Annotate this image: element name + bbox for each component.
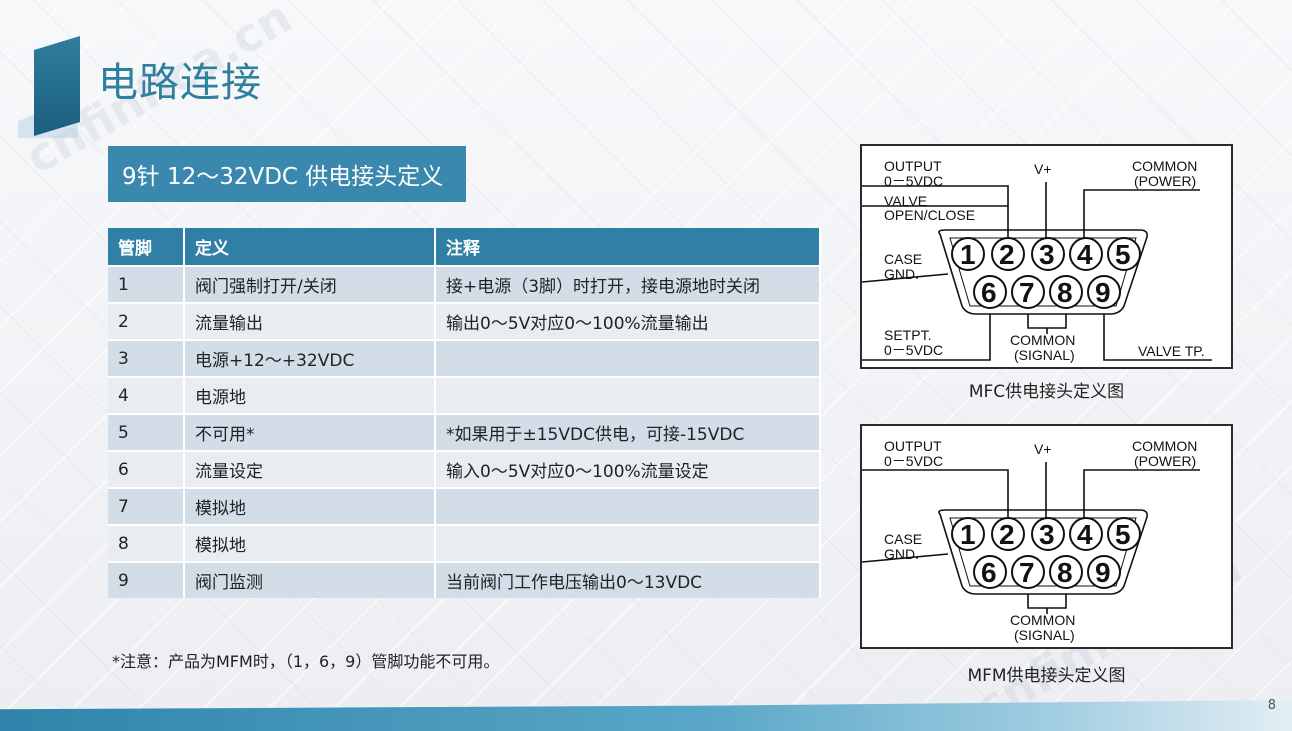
pin-row-top: 1 2 3 4 5 <box>951 237 1141 271</box>
notes-cell <box>436 376 821 413</box>
header-notes: 注释 <box>436 228 821 265</box>
notes-cell: 输入0～5V对应0～100%流量设定 <box>436 450 821 487</box>
definition-cell: 模拟地 <box>185 524 436 561</box>
label-valve-tp: VALVE TP. <box>1138 343 1205 359</box>
label-vplus: V+ <box>1034 441 1052 457</box>
notes-cell <box>436 487 821 524</box>
pin-9-label: 9 <box>1095 277 1111 308</box>
label-common-signal: COMMON <box>1010 612 1075 628</box>
pin-row-bottom: 6 7 8 9 <box>973 275 1121 309</box>
pin-8-label: 8 <box>1057 557 1073 588</box>
pin-7-label: 7 <box>1019 277 1035 308</box>
mfm-note: *注意：产品为MFM时，（1，6，9）管脚功能不可用。 <box>112 652 500 671</box>
label-vplus: V+ <box>1034 161 1052 177</box>
pin-6-label: 6 <box>981 557 997 588</box>
pin-cell: 6 <box>108 450 185 487</box>
notes-cell: 当前阀门工作电压输出0～13VDC <box>436 561 821 598</box>
label-valve: VALVE <box>884 193 927 209</box>
label-output: OUTPUT <box>884 158 942 174</box>
mfc-diagram-caption: MFC供电接头定义图 <box>968 382 1125 402</box>
definition-cell: 流量输出 <box>185 302 436 339</box>
pin-3-label: 3 <box>1039 519 1055 550</box>
pin-cell: 7 <box>108 487 185 524</box>
notes-cell: *如果用于±15VDC供电，可接-15VDC <box>436 413 821 450</box>
pin-cell: 9 <box>108 561 185 598</box>
label-common-power: COMMON <box>1132 438 1197 454</box>
label-power: (POWER) <box>1134 453 1196 469</box>
pin-6-label: 6 <box>981 277 997 308</box>
pin-8-label: 8 <box>1057 277 1073 308</box>
label-setpt: SETPT. <box>884 327 931 343</box>
pin-1-label: 1 <box>960 239 976 270</box>
label-setpt-range: 0－5VDC <box>884 342 943 358</box>
definition-cell: 阀门强制打开/关闭 <box>185 265 436 302</box>
label-common-signal: COMMON <box>1010 332 1075 348</box>
pin-5-label: 5 <box>1115 519 1131 550</box>
definition-cell: 流量设定 <box>185 450 436 487</box>
pin-1-label: 1 <box>960 519 976 550</box>
pin-row-bottom: 6 7 8 9 <box>973 555 1121 589</box>
pin-4-label: 4 <box>1077 239 1093 270</box>
label-power: (POWER) <box>1134 173 1196 189</box>
pin-9-label: 9 <box>1095 557 1111 588</box>
page-number: 8 <box>1267 698 1276 713</box>
mfc-connector-diagram: OUTPUT 0－5VDC V+ COMMON (POWER) VALVE OP… <box>860 144 1233 369</box>
label-output: OUTPUT <box>884 438 942 454</box>
label-output-range: 0－5VDC <box>884 453 943 469</box>
pin-cell: 2 <box>108 302 185 339</box>
notes-cell: 接+电源（3脚）时打开，接电源地时关闭 <box>436 265 821 302</box>
definition-cell: 电源+12～+32VDC <box>185 339 436 376</box>
label-case: CASE <box>884 251 922 267</box>
label-case: CASE <box>884 531 922 547</box>
footer-band <box>0 700 1292 731</box>
notes-cell <box>436 339 821 376</box>
header-pin: 管脚 <box>108 228 185 265</box>
pin-2-label: 2 <box>999 519 1015 550</box>
label-signal: (SIGNAL) <box>1014 627 1075 643</box>
definition-cell: 不可用* <box>185 413 436 450</box>
header-definition: 定义 <box>185 228 436 265</box>
label-output-range: 0－5VDC <box>884 173 943 189</box>
notes-cell <box>436 524 821 561</box>
table-header-row: 管脚 定义 注释 <box>108 228 821 265</box>
label-signal: (SIGNAL) <box>1014 347 1075 363</box>
title-decoration <box>18 36 80 138</box>
label-common-power: COMMON <box>1132 158 1197 174</box>
pin-7-label: 7 <box>1019 557 1035 588</box>
pin-2-label: 2 <box>999 239 1015 270</box>
pin-cell: 4 <box>108 376 185 413</box>
definition-cell: 阀门监测 <box>185 561 436 598</box>
pin-cell: 1 <box>108 265 185 302</box>
pin-cell: 8 <box>108 524 185 561</box>
notes-cell: 输出0～5V对应0～100%流量输出 <box>436 302 821 339</box>
mfm-diagram-caption: MFM供电接头定义图 <box>967 666 1126 686</box>
pin-cell: 3 <box>108 339 185 376</box>
page-title: 电路连接 <box>98 60 262 106</box>
definition-cell: 电源地 <box>185 376 436 413</box>
pin-5-label: 5 <box>1115 239 1131 270</box>
pin-4-label: 4 <box>1077 519 1093 550</box>
section-subtitle: 9针 12～32VDC 供电接头定义 <box>108 146 466 202</box>
label-open-close: OPEN/CLOSE <box>884 207 975 223</box>
definition-cell: 模拟地 <box>185 487 436 524</box>
mfm-connector-diagram: OUTPUT 0－5VDC V+ COMMON (POWER) CASE GND… <box>860 424 1233 649</box>
pin-row-top: 1 2 3 4 5 <box>951 517 1141 551</box>
pin-3-label: 3 <box>1039 239 1055 270</box>
pin-cell: 5 <box>108 413 185 450</box>
